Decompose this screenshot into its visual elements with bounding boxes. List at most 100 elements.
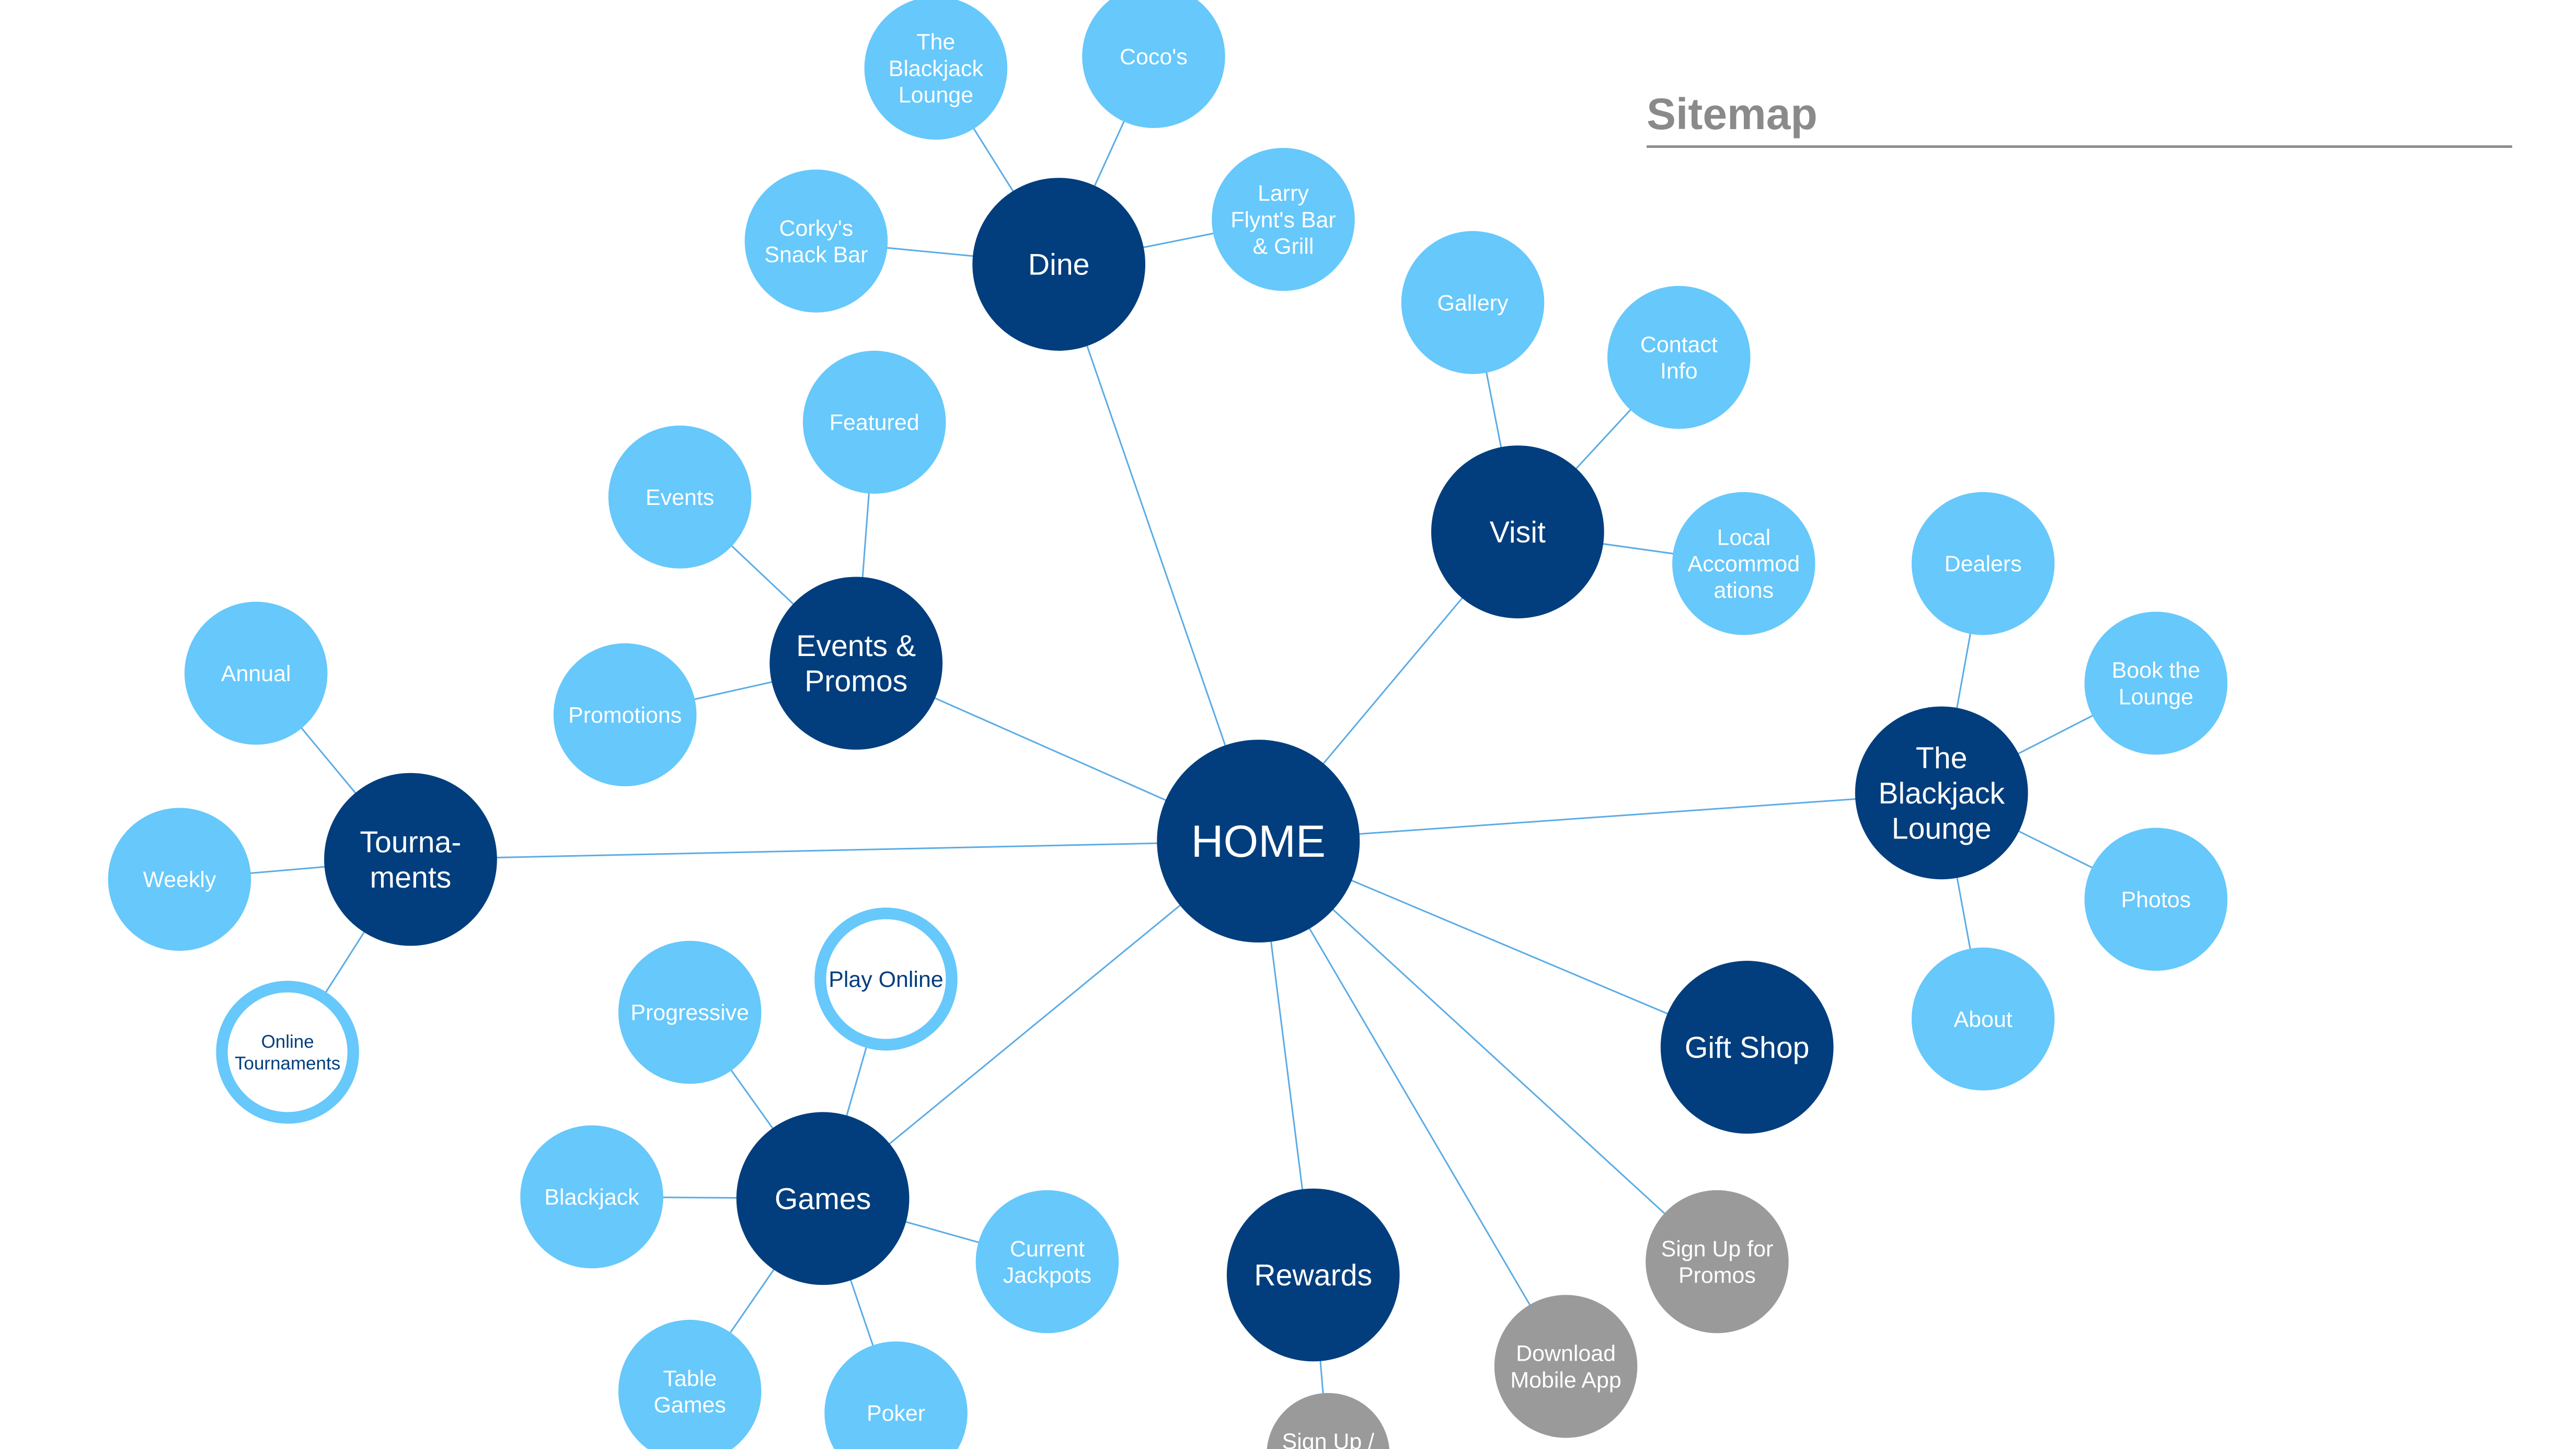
node-circle-progressive[interactable] [618,940,762,1084]
node-label-line: Tournaments [235,1053,340,1074]
node-circle-online-tournaments[interactable] [216,981,359,1124]
node-poker[interactable]: Poker [824,1341,968,1449]
node-events-promos[interactable]: Events &Promos [769,577,943,750]
edge-home-to-tournaments [410,840,1259,860]
node-label-line: ments [370,861,452,894]
node-circle-current-jackpots[interactable] [975,1190,1119,1333]
node-circle-contact-info[interactable] [1607,285,1751,429]
node-circle-larry-flynts[interactable] [1212,148,1355,291]
node-circle-gallery[interactable] [1401,231,1545,374]
node-label-sign-up-redeem: Sign Up /Redeem [1282,1429,1375,1449]
node-photos[interactable]: Photos [2084,827,2228,971]
node-label-line: Annual [221,661,291,686]
node-gallery[interactable]: Gallery [1401,231,1545,374]
node-circle-events-promos[interactable] [769,577,943,750]
node-label-promotions: Promotions [568,703,682,728]
node-circle-events[interactable] [608,426,752,569]
node-circle-games[interactable] [736,1112,910,1285]
node-label-line: Lounge [899,83,973,108]
node-circle-blackjack[interactable] [520,1125,663,1269]
node-circle-visit[interactable] [1431,445,1604,618]
node-promotions[interactable]: Promotions [553,643,697,787]
node-label-line: Book the [2112,658,2200,683]
node-label-line: Dine [1028,248,1090,282]
node-circle-local-accommodations[interactable] [1672,492,1815,635]
edges-layer [179,56,2157,1449]
node-label-line: About [1954,1007,2012,1032]
node-events[interactable]: Events [608,426,752,569]
node-circle-photos[interactable] [2084,827,2228,971]
node-games[interactable]: Games [736,1112,910,1285]
node-home[interactable]: HOME [1157,740,1360,943]
node-featured[interactable]: Featured [802,350,946,494]
node-circle-promotions[interactable] [553,643,697,787]
node-circle-download-app[interactable] [1494,1295,1638,1438]
node-label-line: The [916,30,955,55]
node-progressive[interactable]: Progressive [618,940,762,1084]
node-circle-dealers[interactable] [1912,492,2055,635]
node-label-games: Games [775,1182,871,1216]
node-label-line: Corky's [779,216,854,241]
node-circle-weekly[interactable] [108,808,251,951]
node-circle-blackjack-lounge[interactable] [1855,706,2028,880]
node-circle-table-games[interactable] [618,1319,762,1449]
node-circle-tournaments[interactable] [324,773,497,946]
node-weekly[interactable]: Weekly [108,808,251,951]
node-circle-annual[interactable] [184,602,328,745]
node-play-online[interactable]: Play Online [814,907,958,1051]
node-circle-home[interactable] [1157,740,1360,943]
node-label-line: Lounge [1892,812,1992,845]
node-tournaments[interactable]: Tourna-ments [324,773,497,946]
node-dine[interactable]: Dine [972,178,1146,351]
node-blackjack[interactable]: Blackjack [520,1125,663,1269]
node-rewards[interactable]: Rewards [1226,1188,1400,1362]
node-dealers[interactable]: Dealers [1912,492,2055,635]
node-circle-play-online[interactable] [814,907,958,1051]
node-gift-shop[interactable]: Gift Shop [1660,961,1834,1134]
edge-home-to-dine [1058,264,1259,842]
node-label-line: Photos [2121,887,2191,912]
node-circle-book-lounge[interactable] [2084,612,2228,755]
node-circle-dine-blackjack-lounge[interactable] [864,0,1008,140]
node-circle-sign-up-redeem[interactable] [1267,1393,1389,1449]
node-circle-about[interactable] [1912,947,2055,1091]
node-circle-gift-shop[interactable] [1660,961,1834,1134]
node-circle-poker[interactable] [824,1341,968,1449]
node-about[interactable]: About [1912,947,2055,1091]
node-label-line: Online [261,1032,314,1052]
node-circle-rewards[interactable] [1226,1188,1400,1362]
edge-home-to-download-app [1257,841,1567,1367]
node-circle-featured[interactable] [802,350,946,494]
node-label-line: & Grill [1253,234,1314,259]
node-circle-sign-up-promos[interactable] [1646,1190,1789,1333]
node-label-line: Current [1010,1236,1085,1261]
node-cocos[interactable]: Coco's [1082,0,1225,128]
node-label-line: Info [1660,359,1698,384]
node-label-line: HOME [1191,816,1326,867]
node-circle-cocos[interactable] [1082,0,1225,128]
node-circle-dine[interactable] [972,178,1146,351]
edge-home-to-sign-up-promos [1258,840,1718,1262]
node-annual[interactable]: Annual [184,602,328,745]
node-sign-up-redeem[interactable]: Sign Up /Redeem [1267,1393,1389,1449]
node-circle-corkys[interactable] [744,169,888,313]
node-label-line: Games [775,1182,871,1216]
node-visit[interactable]: Visit [1431,445,1604,618]
